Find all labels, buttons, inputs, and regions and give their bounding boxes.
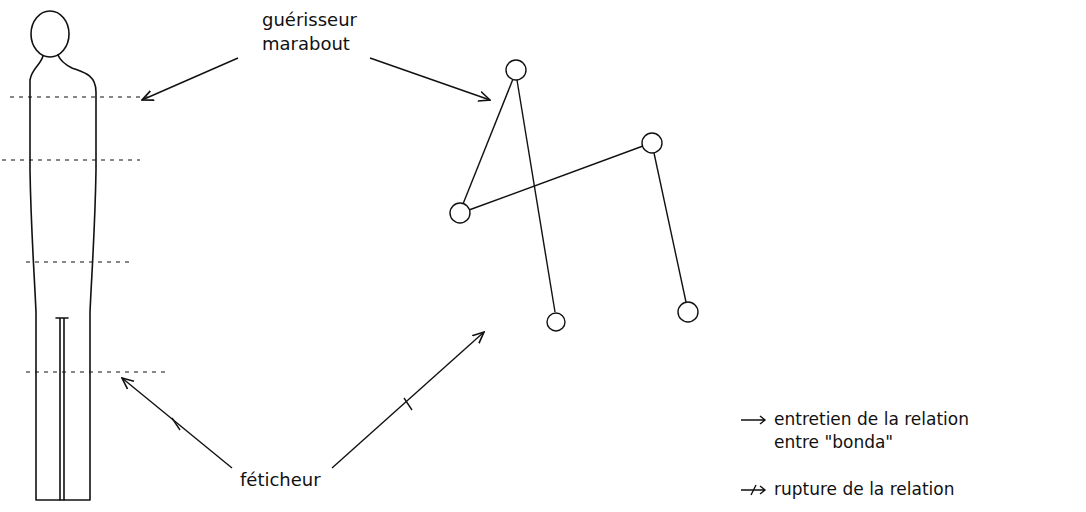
legend-entry: entretien de la relation entre "bonda" [738, 408, 1068, 454]
body-levels [2, 97, 165, 372]
role-label: guérisseur marabout [262, 8, 372, 56]
figure-legs [56, 318, 68, 500]
legend-text: entretien de la relation entre "bonda" [774, 408, 984, 454]
arrow-sample [738, 408, 772, 431]
legend-entry: rupture de la relation [738, 478, 1068, 501]
leader-arrows [122, 58, 490, 468]
figure-head [31, 11, 69, 57]
broken-arrow-sample [738, 478, 772, 501]
role-label: féticheur [240, 468, 350, 492]
figure-body [30, 55, 96, 500]
legend-text: rupture de la relation [774, 478, 984, 501]
relation-network [450, 60, 698, 331]
